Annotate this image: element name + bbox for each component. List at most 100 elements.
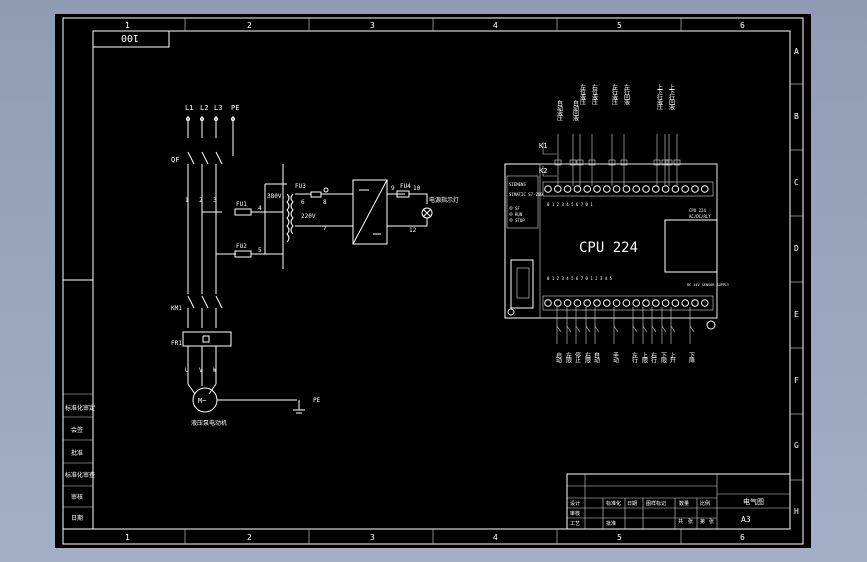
led-stop: STOP <box>515 218 525 223</box>
wire-no: 7 <box>323 225 327 232</box>
wire-no: 12 <box>409 227 417 234</box>
terminal-screw <box>701 299 709 307</box>
lamp-label: 电源指示灯 <box>429 196 459 204</box>
plc-badge-panel <box>506 175 539 229</box>
mount-hole <box>507 308 515 316</box>
terminal-screw <box>671 185 680 193</box>
left-strip-label: 日期 <box>71 514 83 522</box>
phase-label-l1: L1 <box>185 104 193 112</box>
tb-cell: 第 <box>700 518 705 525</box>
fuse-fu2 <box>234 250 252 258</box>
input-label: 右限 <box>584 351 591 364</box>
terminal-screw <box>642 185 650 193</box>
input-switch <box>556 325 562 333</box>
col-label-top: 5 <box>617 21 622 30</box>
phase-label-pe: PE <box>231 104 239 112</box>
input-switch <box>632 325 638 333</box>
row-zones: A B C D E F G H <box>790 47 803 516</box>
input-switch <box>670 325 676 333</box>
row-label: G <box>794 441 799 450</box>
terminal-screw <box>652 185 660 193</box>
sensor-supply: DC 24V SENSOR SUPPLY <box>687 283 730 287</box>
col-label-bottom: 2 <box>247 533 252 542</box>
input-label: 上升 <box>669 351 676 364</box>
bottom-terminals <box>544 299 709 307</box>
tb-cell: 比例 <box>700 500 710 507</box>
power-supply-module <box>352 179 388 245</box>
motor-symbol: M~ <box>198 397 206 405</box>
inner-frame <box>92 30 791 530</box>
row-label: A <box>794 47 799 56</box>
thermal-relay <box>182 331 232 347</box>
input-switch <box>575 325 581 333</box>
fuse-label: FU3 <box>295 183 306 190</box>
output-label: 左行回液 <box>623 83 630 106</box>
input-switch <box>613 325 619 333</box>
terminal-screw <box>622 299 631 307</box>
relay-coil <box>620 159 628 166</box>
wire-no: 6 <box>301 199 305 206</box>
terminal-screw <box>563 299 572 307</box>
outer-frame <box>62 17 804 545</box>
terminal-screw <box>612 185 621 193</box>
title-block: 设计 审核 工艺 标准化 批准 日期 图样标记 数量 比例 共 张 第 张 电气… <box>566 473 791 530</box>
led-sf: SF <box>515 206 520 211</box>
tb-cell: 设计 <box>570 500 580 507</box>
column-zones: 1 2 3 4 5 6 1 2 3 4 5 6 <box>125 18 745 544</box>
input-label: 启动 <box>555 351 562 364</box>
bottom-terminal-strip <box>542 295 714 311</box>
col-label-top: 6 <box>740 21 745 30</box>
tb-cell: 张 <box>709 518 714 525</box>
input-switch <box>651 325 657 333</box>
tb-cell: 工艺 <box>570 521 580 527</box>
comm-port <box>510 259 534 309</box>
input-label: 手动 <box>612 351 619 364</box>
terminal-screw <box>661 185 670 193</box>
row-label: E <box>794 310 799 319</box>
col-label-top: 3 <box>370 21 375 30</box>
phase-label-l3: L3 <box>214 104 222 112</box>
sheet-title: 电气图 <box>743 497 764 506</box>
output-labels: 自动液压 自动回液 左行液压 左行回液 上下行液压 上下行回液 左位液压 右位液… <box>556 83 675 122</box>
relay-coil <box>588 159 596 166</box>
output-label: 左位液压 <box>579 83 586 106</box>
plc-series: SIMATIC S7-200 <box>509 192 543 197</box>
terminal-screw <box>563 185 572 193</box>
input-switch <box>594 325 600 333</box>
wire-no: 8 <box>323 199 327 206</box>
motor-terminal-v: V <box>199 367 203 374</box>
tb-cell: 图样标记 <box>646 500 666 507</box>
input-switch <box>566 325 572 333</box>
paper-size: A3 <box>741 515 751 524</box>
tb-cell: 标准化 <box>606 500 621 507</box>
terminal-screw <box>583 299 592 307</box>
drawing-number: 100 <box>121 32 139 43</box>
terminal-screw <box>603 185 611 193</box>
relay-coil <box>653 159 661 166</box>
top-terminals <box>544 185 709 193</box>
plc-unit: K1 K2 SIEMENS SIMATIC S7-200 SF RUN STOP… <box>504 134 730 344</box>
tb-cell: 共 <box>678 518 683 525</box>
terminal-screw <box>622 185 631 193</box>
row-label: C <box>794 178 799 187</box>
terminal-screw <box>583 185 592 193</box>
terminal-screw <box>554 185 562 193</box>
col-label-bottom: 4 <box>493 533 498 542</box>
transformer-primary: 380V <box>267 193 282 200</box>
col-label-top: 1 <box>125 21 130 30</box>
led-run: RUN <box>515 212 523 217</box>
row-label: D <box>794 244 799 253</box>
terminal-screw <box>554 299 562 307</box>
terminal-screw <box>593 185 601 193</box>
terminal-screw <box>681 185 690 193</box>
output-label: 自动回液 <box>572 99 579 122</box>
drawing-sheet: 1 2 3 4 5 6 1 2 3 4 5 6 A B C D E F G H … <box>55 14 811 548</box>
terminal-screw <box>691 185 699 193</box>
schematic-canvas: 1 2 3 4 5 6 1 2 3 4 5 6 A B C D E F G H … <box>62 17 804 545</box>
tb-cell: 张 <box>688 518 693 525</box>
fuse-fu1 <box>234 208 252 216</box>
left-strip-label: 标准化审查 <box>65 471 95 479</box>
relay-coil <box>665 159 673 166</box>
tb-cell: 批准 <box>606 520 616 527</box>
terminal-screw <box>544 185 552 193</box>
